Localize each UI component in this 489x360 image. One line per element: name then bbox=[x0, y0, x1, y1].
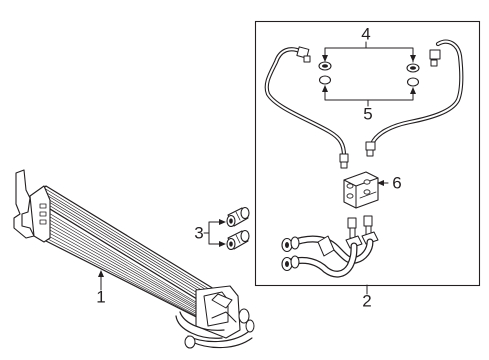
leader-6 bbox=[377, 180, 389, 186]
leader-5 bbox=[322, 85, 416, 107]
callout-4: 4 bbox=[361, 24, 370, 43]
clamp-block bbox=[343, 171, 379, 209]
hose-connectors bbox=[226, 206, 250, 251]
leader-3 bbox=[203, 219, 226, 247]
right-cooler-tube bbox=[365, 39, 464, 157]
callout-6: 6 bbox=[392, 173, 401, 192]
callout-5: 5 bbox=[363, 104, 372, 123]
callout-2: 2 bbox=[362, 291, 371, 310]
callout-3: 3 bbox=[194, 223, 203, 242]
lower-hose-set bbox=[281, 215, 379, 278]
o-rings bbox=[318, 61, 420, 87]
callout-1: 1 bbox=[96, 287, 105, 306]
leader-1 bbox=[98, 270, 104, 291]
leader-4 bbox=[322, 41, 416, 63]
oil-cooler bbox=[13, 169, 255, 349]
left-cooler-tube bbox=[264, 46, 349, 169]
